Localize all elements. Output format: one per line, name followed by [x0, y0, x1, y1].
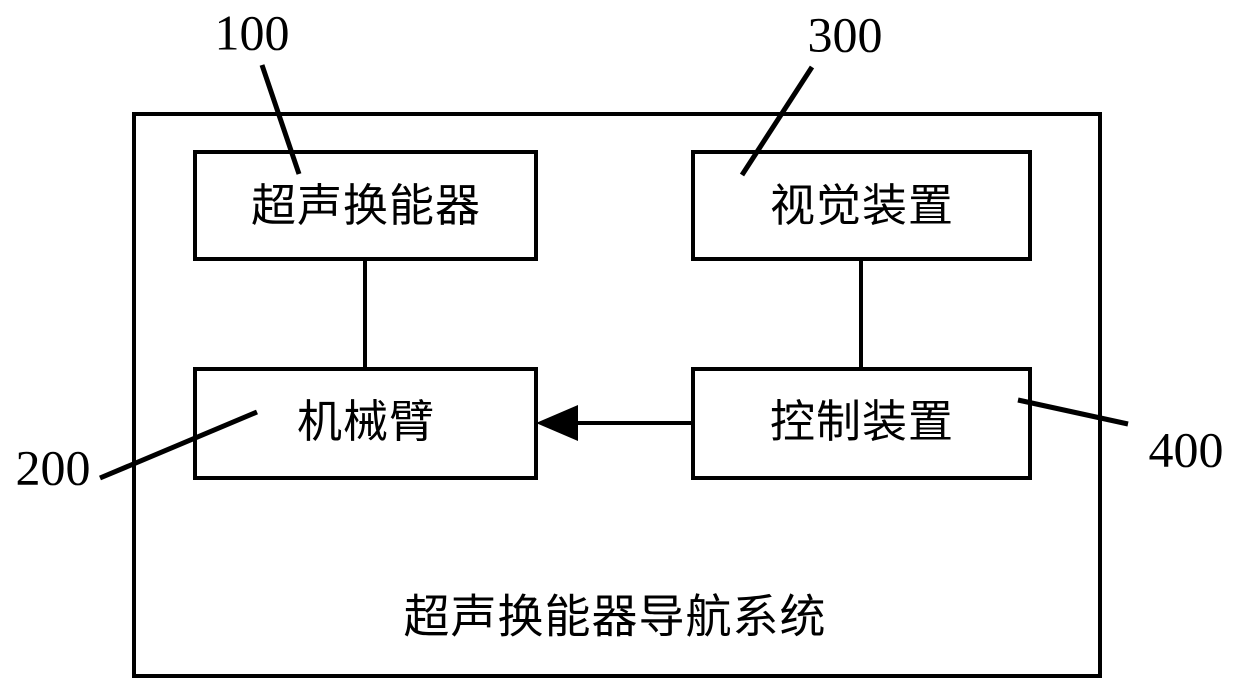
- leader-line-300: [739, 65, 815, 177]
- block-control-device[interactable]: [691, 367, 1032, 480]
- block-vision-device[interactable]: [691, 150, 1032, 261]
- ref-numeral-100: 100: [215, 4, 290, 60]
- ref-numeral-200: 200: [16, 439, 91, 495]
- block-ultrasonic-transducer[interactable]: [193, 150, 538, 261]
- block-label-robotic-arm: 机械臂: [297, 395, 435, 448]
- arrow-head-icon: [536, 405, 578, 441]
- leader-line-100: [259, 64, 302, 175]
- ref-numeral-300: 300: [808, 6, 883, 62]
- block-label-control-device: 控制装置: [770, 395, 954, 448]
- system-caption: 超声换能器导航系统: [404, 590, 827, 644]
- leader-line-400: [1017, 397, 1129, 427]
- leader-line-200: [99, 409, 258, 481]
- block-robotic-arm[interactable]: [193, 367, 538, 480]
- block-label-ultrasonic-transducer: 超声换能器: [251, 179, 481, 232]
- block-label-vision-device: 视觉装置: [770, 179, 954, 232]
- ref-numeral-400: 400: [1149, 421, 1224, 477]
